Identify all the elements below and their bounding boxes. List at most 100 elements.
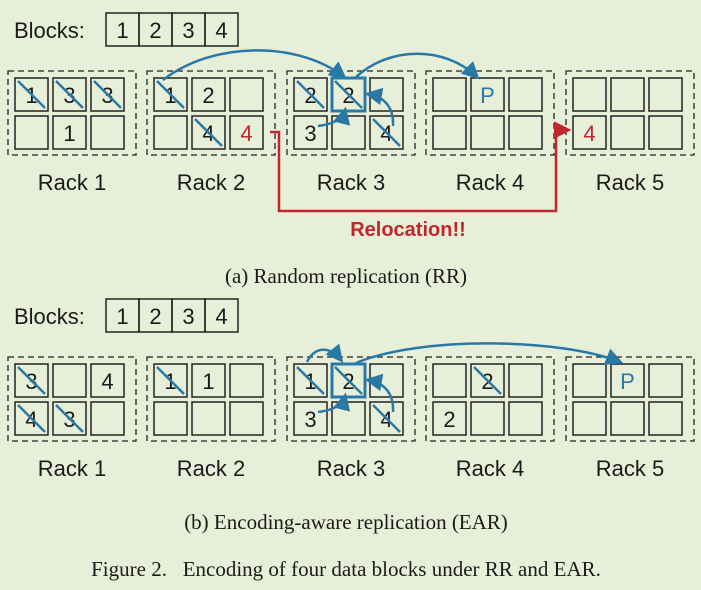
- rack-label: Rack 4: [456, 456, 524, 481]
- rack-border: [425, 70, 555, 156]
- rack-border: [425, 356, 555, 442]
- encoded-slash: [296, 80, 325, 109]
- encoded-slash: [17, 80, 46, 109]
- arrow-1-to-encoder: [305, 343, 344, 363]
- block-label-1: 1: [116, 304, 128, 329]
- arrow-4-to-encoder: [364, 373, 395, 413]
- rack-border: [146, 70, 276, 156]
- empty-cell: [610, 115, 645, 150]
- block-cell: [14, 401, 49, 436]
- encoded-slash: [17, 404, 46, 433]
- arrow-4-to-encoder: [364, 87, 395, 127]
- empty-cell: [648, 115, 683, 150]
- block-cell: [14, 77, 49, 112]
- empty-cell: [229, 401, 264, 436]
- rack-label: Rack 2: [177, 456, 245, 481]
- block-cell: [191, 77, 226, 112]
- block-label-2: 2: [149, 18, 161, 43]
- rack-label: Rack 4: [456, 170, 524, 195]
- empty-cell: [229, 77, 264, 112]
- block-cell: [610, 363, 645, 398]
- empty-cell: [14, 115, 49, 150]
- relocation-path: [270, 121, 572, 213]
- block-box-4: [204, 12, 239, 47]
- encoded-slash: [334, 80, 363, 109]
- empty-cell: [572, 77, 607, 112]
- block-label-3: 3: [182, 18, 194, 43]
- rack-4: 22Rack 4: [425, 356, 555, 481]
- block-label-1: 1: [116, 18, 128, 43]
- block-cell: [153, 77, 188, 112]
- empty-cell: [191, 401, 226, 436]
- rack-border: [565, 356, 695, 442]
- parity-label: P: [620, 369, 635, 394]
- block-box-4: [204, 298, 239, 333]
- block-cell: [229, 115, 264, 150]
- caption-b: (b) Encoding-aware replication (EAR): [184, 510, 508, 534]
- block-label-4: 4: [215, 18, 227, 43]
- block-cell: [52, 401, 87, 436]
- block-cell: [90, 363, 125, 398]
- block-cell: [293, 401, 328, 436]
- rack-label: Rack 5: [596, 170, 664, 195]
- block-replica-label: 2: [443, 407, 455, 432]
- block-label-3: 3: [182, 304, 194, 329]
- block-cell: [153, 363, 188, 398]
- rack-2: 1244Rack 2: [146, 70, 276, 195]
- encoded-slash: [372, 118, 401, 147]
- encoded-slash: [194, 118, 223, 147]
- empty-cell: [432, 115, 467, 150]
- block-cell: [293, 363, 328, 398]
- empty-cell: [470, 115, 505, 150]
- rack-label: Rack 1: [38, 170, 106, 195]
- block-cell: [14, 363, 49, 398]
- encoded-slash: [55, 404, 84, 433]
- arrow-3-to-encoder: [317, 392, 351, 414]
- encoded-slash: [93, 80, 122, 109]
- block-cell: [90, 77, 125, 112]
- blocks-label-b: Blocks:: [14, 304, 85, 329]
- rack-border: [286, 70, 416, 156]
- block-cell: [52, 77, 87, 112]
- figure-caption: Figure 2. Encoding of four data blocks u…: [91, 557, 601, 581]
- block-cell: [191, 115, 226, 150]
- empty-cell: [470, 401, 505, 436]
- encoded-slash: [156, 366, 185, 395]
- arrow-3-to-encoder: [317, 106, 351, 128]
- rack-label: Rack 3: [317, 170, 385, 195]
- arrow-encoder-to-parity: [355, 52, 480, 80]
- block-cell: [191, 363, 226, 398]
- block-cell: [369, 115, 404, 150]
- block-replica-label: 1: [202, 369, 214, 394]
- rack-border: [7, 356, 137, 442]
- encoded-slash: [473, 366, 502, 395]
- rack-1: 1331Rack 1: [7, 70, 137, 195]
- block-replica-label: 3: [304, 121, 316, 146]
- empty-cell: [90, 401, 125, 436]
- arrow-rack2-to-encoder: [162, 49, 347, 81]
- encoded-slash: [17, 366, 46, 395]
- block-replica-label: 2: [202, 83, 214, 108]
- block-label-4: 4: [215, 304, 227, 329]
- empty-cell: [432, 77, 467, 112]
- arrow-encoder-to-parity: [355, 342, 624, 365]
- block-cell: [470, 363, 505, 398]
- encoded-slash: [334, 366, 363, 395]
- encoded-slash: [156, 80, 185, 109]
- encode-arrows-b: [305, 342, 624, 414]
- empty-cell: [572, 401, 607, 436]
- rack-border: [7, 70, 137, 156]
- block-replica-label: 4: [583, 121, 595, 146]
- rack-label: Rack 1: [38, 456, 106, 481]
- block-label-2: 2: [149, 304, 161, 329]
